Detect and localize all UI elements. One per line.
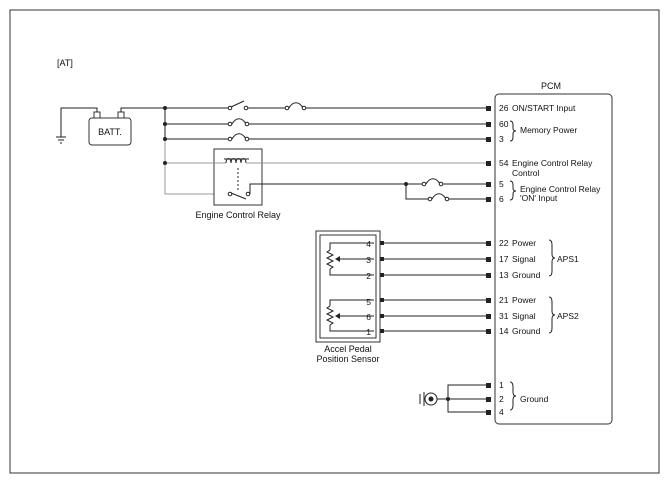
pcm-pin-number: 5 <box>499 179 504 189</box>
pcm-pin-number: 4 <box>499 407 504 417</box>
relay-label: Engine Control Relay <box>195 210 281 220</box>
variant-label: [AT] <box>57 58 73 68</box>
pcm-pin-number: 21 <box>499 295 509 305</box>
pcm-pin-number: 1 <box>499 380 504 390</box>
pcm-pin-label: Control <box>512 168 540 178</box>
pcm-pin-number: 17 <box>499 254 509 264</box>
aps1-label: APS1 <box>557 254 579 264</box>
pcm-pin-number: 31 <box>499 311 509 321</box>
ignition-switch-icon <box>165 100 249 111</box>
pcm-pin-label: Ground <box>512 326 541 336</box>
pcm-box <box>494 93 613 425</box>
pcm-pin-number: 22 <box>499 238 509 248</box>
pcm-pin-label: Engine Control Relay <box>512 158 593 168</box>
aps2-potentiometer-icon <box>325 299 374 332</box>
ground-label: Ground <box>520 394 549 404</box>
battery: BATT. <box>88 111 132 146</box>
fuse-icon <box>227 133 250 142</box>
ground-icon <box>419 392 438 406</box>
pcm-connector-pins <box>486 106 491 415</box>
pcm-pin-label: Power <box>512 295 536 305</box>
fuse-icon <box>284 102 307 111</box>
relay-on-input-label-1: Engine Control Relay <box>520 184 601 194</box>
aps-pin-number: 1 <box>366 327 371 337</box>
relay-output-wire <box>249 183 404 194</box>
pcm-pin-number: 6 <box>499 194 504 204</box>
aps-pin-number: 6 <box>366 312 371 322</box>
pcm-pin-number: 13 <box>499 270 509 280</box>
aps-inner-box <box>319 234 377 339</box>
pcm-pin-number: 60 <box>499 119 509 129</box>
aps-label-line1: Accel Pedal <box>324 344 372 354</box>
pcm-title: PCM <box>541 81 561 91</box>
fuse-icon <box>427 193 450 202</box>
aps2-label: APS2 <box>557 311 579 321</box>
fuse-icon <box>421 178 444 187</box>
aps-pin-number: 5 <box>366 297 371 307</box>
aps-pin-number: 2 <box>366 271 371 281</box>
pcm-pin-number: 3 <box>499 134 504 144</box>
aps-pin-number: 3 <box>366 255 371 265</box>
pcm-pin-label: Signal <box>512 311 536 321</box>
relay-on-input-label-2: 'ON' Input <box>520 193 558 203</box>
pcm-pin-number: 14 <box>499 326 509 336</box>
pcm-pin-label: Signal <box>512 254 536 264</box>
pcm-pin-number: 2 <box>499 394 504 404</box>
pcm-pin-label: Power <box>512 238 536 248</box>
pcm-pin-number: 26 <box>499 103 509 113</box>
memory-power-label: Memory Power <box>520 125 577 135</box>
battery-negative-wire <box>60 107 98 137</box>
chassis-ground-icon <box>56 136 66 144</box>
pcm-pin-label: Ground <box>512 270 541 280</box>
aps-box <box>315 230 381 343</box>
battery-positive-wire <box>120 107 165 112</box>
relay-coil-icon <box>165 158 486 164</box>
pcm-pin-number: 54 <box>499 158 509 168</box>
fuse-icon <box>227 118 250 127</box>
pcm-pin-labels: ON/START Input Engine Control Relay Cont… <box>512 103 593 336</box>
aps1-potentiometer-icon <box>325 242 374 276</box>
pcm-group-braces <box>509 120 556 411</box>
aps-to-pcm-wires <box>380 241 486 333</box>
battery-label: BATT. <box>98 127 122 137</box>
diagram-border <box>9 9 660 474</box>
pcm-pin-numbers: 26 60 3 54 5 6 22 17 13 21 31 14 1 2 4 <box>499 103 509 417</box>
relay-feed-bus <box>164 139 230 195</box>
ground-wire-pin4 <box>447 399 486 413</box>
aps-pin-number: 4 <box>366 239 371 249</box>
aps-label-line2: Position Sensor <box>316 354 379 364</box>
ground-wire-pin1 <box>447 384 486 399</box>
pcm-pin-label: ON/START Input <box>512 103 576 113</box>
pin6-split <box>405 184 428 200</box>
